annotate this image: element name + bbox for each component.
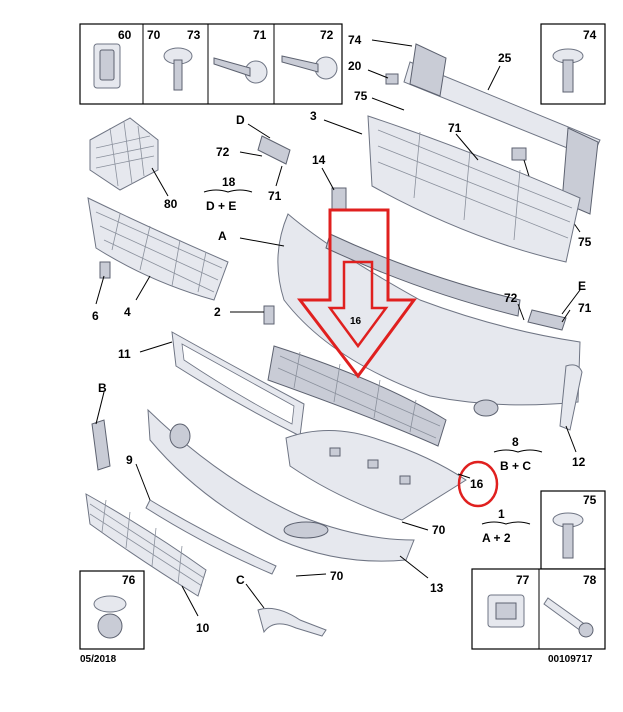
callout-D: D [236, 113, 245, 127]
callout-B: B [98, 381, 107, 395]
box-label-73: 73 [187, 28, 201, 42]
box-label-70: 70 [147, 28, 161, 42]
box-label-60: 60 [118, 28, 132, 42]
callout-13: 13 [430, 581, 444, 595]
fastener-box-75: 75 [540, 490, 606, 570]
callout-72-E: 72 [504, 291, 518, 305]
callout-80: 80 [164, 197, 178, 211]
underbody-shield [285, 430, 467, 521]
box-label-72: 72 [320, 28, 334, 42]
screw-part-70 [163, 47, 193, 91]
box-label-71: 71 [253, 28, 267, 42]
bracket-6 [99, 261, 111, 279]
lower-apron-13 [147, 408, 415, 562]
callout-11: 11 [118, 347, 131, 361]
callout-10: 10 [196, 621, 210, 635]
group-1-formula: A + 2 [482, 531, 511, 545]
callout-A: A [218, 229, 227, 243]
callout-2: 2 [214, 305, 221, 319]
callout-C: C [236, 573, 245, 587]
bracket-D [257, 135, 291, 165]
arrow-mark-16: 16 [350, 316, 362, 327]
clip-part-77 [487, 594, 525, 628]
bracket-B [91, 419, 111, 471]
footer-reference: 00109717 [548, 654, 593, 665]
callout-25: 25 [498, 51, 512, 65]
clip-part-60 [93, 43, 121, 89]
callout-12: 12 [572, 455, 586, 469]
callout-74: 74 [348, 33, 362, 47]
callout-3: 3 [310, 109, 317, 123]
callout-71-E: 71 [578, 301, 592, 315]
callout-14: 14 [312, 153, 326, 167]
trim-strip-9 [145, 499, 277, 575]
callout-72-upper: 72 [216, 145, 230, 159]
box-label-74: 74 [583, 28, 597, 42]
footer-date: 05/2018 [80, 654, 117, 665]
lower-grille-16 [267, 345, 447, 447]
bracket-20-lower [511, 147, 527, 161]
callout-71-D: 71 [268, 189, 282, 203]
group-18-formula: D + E [206, 199, 236, 213]
box-label-75: 75 [583, 493, 597, 507]
bracket-20-upper [385, 73, 399, 85]
clip-2 [263, 305, 275, 325]
callout-9: 9 [126, 453, 133, 467]
fastener-box-76: 76 [79, 570, 145, 650]
lower-grille-10 [85, 493, 207, 597]
bumper-beam-25 [403, 43, 601, 215]
callout-E: E [578, 279, 586, 293]
callout-4: 4 [124, 305, 131, 319]
callout-75-upper: 75 [354, 89, 368, 103]
fastener-box-74: 74 [540, 23, 606, 105]
upper-grille-4 [87, 197, 229, 301]
box-label-76: 76 [122, 573, 136, 587]
trim-C [257, 607, 327, 637]
fastener-box-77-78: 77 78 [471, 568, 606, 650]
box-label-78: 78 [583, 573, 597, 587]
group-18-number: 18 [222, 175, 236, 189]
bracket-E [527, 309, 567, 331]
fastener-box-top: 60 70 73 71 72 [79, 23, 343, 105]
screw-part-71 [213, 57, 268, 84]
highlight-arrow: 16 [296, 208, 417, 379]
callout-70-right: 70 [432, 523, 446, 537]
callout-6: 6 [92, 309, 99, 323]
bracket-14 [331, 187, 347, 211]
callout-71-upper: 71 [448, 121, 462, 135]
box-label-77: 77 [516, 573, 530, 587]
group-1-number: 1 [498, 507, 505, 521]
side-strip-12 [559, 364, 583, 431]
callout-70-bottom: 70 [330, 569, 344, 583]
rivet-part-78 [543, 597, 594, 638]
group-1: 1 A + 2 [481, 507, 531, 545]
absorber-3 [367, 115, 581, 263]
callout-16: 16 [470, 477, 484, 491]
group-18: 18 D + E [203, 175, 253, 213]
group-8: 8 B + C [493, 435, 543, 473]
highlight-circle [457, 460, 499, 508]
screw-part-72 [281, 55, 338, 80]
group-8-formula: B + C [500, 459, 531, 473]
callout-20-upper: 20 [348, 59, 362, 73]
callout-75-lower: 75 [578, 235, 592, 249]
group-8-number: 8 [512, 435, 519, 449]
grille-panel-80 [89, 117, 159, 191]
